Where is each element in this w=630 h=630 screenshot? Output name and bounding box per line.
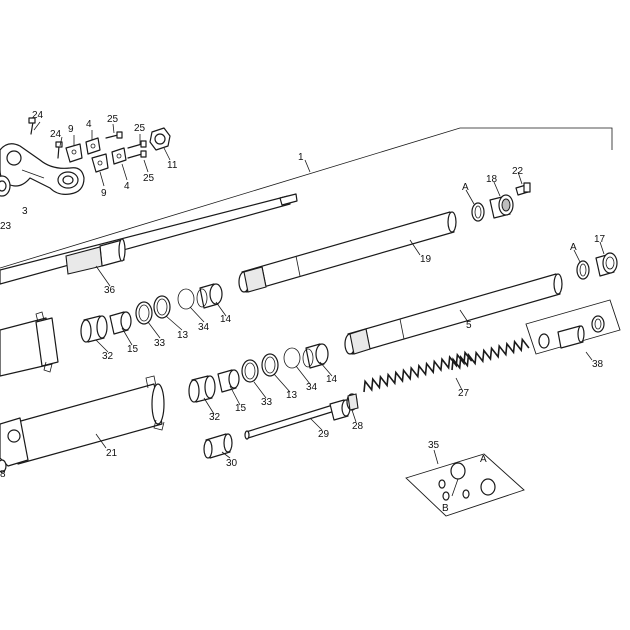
- yoke-nut-3: [0, 175, 11, 197]
- callout-21: 21: [106, 448, 118, 459]
- callout-13b: 13: [286, 390, 298, 401]
- callout-32a: 32: [102, 351, 114, 362]
- callout-34b: 34: [306, 382, 318, 393]
- callout-25b: 25: [134, 123, 146, 134]
- callout-36: 36: [104, 285, 116, 296]
- callout-30: 30: [226, 458, 238, 469]
- callout-29: 29: [318, 429, 330, 440]
- callout-A2: A: [570, 242, 577, 253]
- callout-B: B: [442, 503, 449, 514]
- callout-14b: 14: [326, 374, 338, 385]
- callout-32b: 32: [209, 412, 221, 423]
- callout-8: 8: [0, 469, 6, 480]
- callout-A1: A: [462, 182, 469, 193]
- cartridge-tube-5: [344, 273, 563, 355]
- cap-18: [489, 194, 514, 219]
- ring-33b: [241, 359, 259, 383]
- callout-1: 1: [298, 152, 304, 163]
- bolt-25c: [127, 150, 147, 159]
- callout-labels: 1 3 23 24 24 9 4 25 25 11 9 4 25 A 18 22…: [0, 110, 606, 514]
- screw-22: [515, 182, 531, 196]
- washer-15b: [217, 369, 240, 393]
- callout-17: 17: [594, 234, 606, 245]
- dust-seal-14a: [196, 283, 223, 309]
- callout-4a: 4: [86, 119, 92, 130]
- washer-15a: [109, 311, 132, 335]
- callout-28: 28: [352, 421, 364, 432]
- clip-34b: [283, 347, 301, 369]
- callout-33b: 33: [261, 397, 273, 408]
- callout-4b: 4: [124, 181, 130, 192]
- piston-28: [329, 393, 359, 421]
- callout-27: 27: [458, 388, 470, 399]
- clamp-4b: [111, 147, 127, 165]
- screw-24a: [28, 117, 36, 135]
- spring-27: [363, 337, 530, 393]
- leader-lines: [33, 121, 605, 465]
- cap-17: [595, 252, 618, 277]
- dust-seal-14b: [302, 343, 329, 369]
- bushing-30: [203, 433, 233, 459]
- callout-9a: 9: [68, 124, 74, 135]
- callout-24a: 24: [32, 110, 44, 121]
- seal-13b: [261, 353, 279, 377]
- bolt-25a: [105, 131, 123, 139]
- slider-21: [0, 375, 165, 467]
- steering-yoke: [0, 143, 85, 195]
- callout-25c: 25: [143, 173, 155, 184]
- callout-19: 19: [420, 254, 432, 265]
- seal-13a: [153, 295, 171, 319]
- slider-upper: [0, 311, 59, 377]
- cartridge-tube-19: [238, 211, 457, 293]
- screw-24b: [55, 141, 63, 159]
- callout-34a: 34: [198, 322, 210, 333]
- assembly-bracket-1: [0, 127, 613, 269]
- callout-9b: 9: [101, 188, 107, 199]
- bushing-32a: [80, 315, 108, 343]
- kit-38: [525, 299, 621, 355]
- oring-A-top: [471, 202, 485, 222]
- callout-14a: 14: [220, 314, 232, 325]
- bushing-32b: [188, 375, 216, 403]
- callout-3: 3: [22, 206, 28, 217]
- bolt-25b: [127, 140, 147, 149]
- callout-33a: 33: [154, 338, 166, 349]
- callout-24b: 24: [50, 129, 62, 140]
- axle-end: [0, 459, 7, 473]
- callout-5: 5: [466, 320, 472, 331]
- callout-23: 23: [0, 221, 12, 232]
- kit-35: [405, 453, 525, 517]
- callout-11: 11: [167, 160, 178, 171]
- clamp-4a: [85, 137, 101, 155]
- callout-22: 22: [512, 166, 524, 177]
- ring-33a: [135, 301, 153, 325]
- fork-tube-36: [0, 193, 298, 285]
- clamp-9a: [65, 143, 83, 163]
- nut-11: [149, 127, 171, 151]
- clip-34a: [177, 288, 195, 310]
- callout-15a: 15: [127, 344, 139, 355]
- callout-38: 38: [592, 359, 604, 370]
- clamp-9b: [91, 153, 109, 173]
- callout-13a: 13: [177, 330, 189, 341]
- oring-A-mid: [576, 260, 590, 280]
- callout-25a: 25: [107, 114, 119, 125]
- callout-A3: A: [480, 454, 487, 465]
- callout-18: 18: [486, 174, 498, 185]
- callout-15b: 15: [235, 403, 247, 414]
- callout-35: 35: [428, 440, 440, 451]
